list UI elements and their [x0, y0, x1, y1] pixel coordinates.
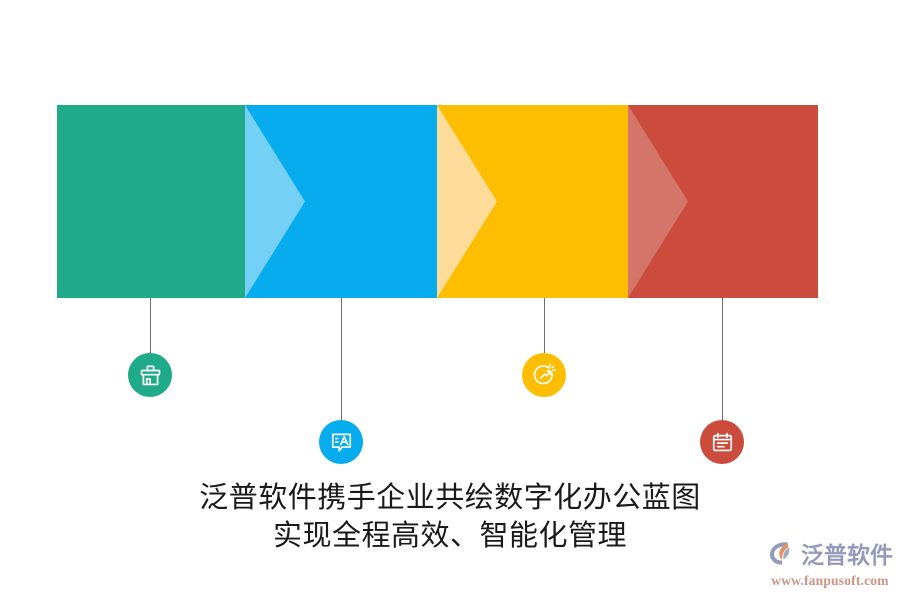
growth-arrow-icon: [532, 363, 557, 388]
watermark: 泛普软件 www.fanpusoft.com: [766, 538, 894, 590]
watermark-url-text: www.fanpusoft.com: [771, 572, 889, 588]
translate-bubble-icon: [329, 430, 354, 455]
banner-segment-4[interactable]: [628, 105, 818, 298]
fanpu-logo-icon: [767, 540, 797, 572]
caption-block: 泛普软件携手企业共绘数字化办公蓝图 实现全程高效、智能化管理: [0, 478, 900, 554]
step-1-icon-bubble[interactable]: [128, 353, 172, 397]
banner-segment-3[interactable]: [437, 105, 628, 298]
banner-segment-2-arrow: [245, 105, 305, 298]
four-step-chevron-banner: [57, 105, 818, 298]
banner-segment-3-arrow: [437, 105, 497, 298]
calendar-note-icon: [710, 430, 735, 455]
step-3-icon-bubble[interactable]: [522, 353, 566, 397]
connector-line-1: [150, 298, 151, 353]
caption-line-2: 实现全程高效、智能化管理: [272, 518, 627, 552]
banner-segment-1[interactable]: [57, 105, 245, 298]
caption-line-1: 泛普软件携手企业共绘数字化办公蓝图: [199, 480, 701, 514]
step-2-icon-bubble[interactable]: [319, 420, 363, 464]
storefront-icon: [138, 363, 163, 388]
watermark-brand-row: 泛普软件: [767, 540, 893, 572]
step-4-icon-bubble[interactable]: [700, 420, 744, 464]
connector-line-4: [722, 298, 723, 420]
banner-segment-2[interactable]: [245, 105, 437, 298]
connector-line-2: [341, 298, 342, 420]
connector-line-3: [544, 298, 545, 353]
banner-segment-4-arrow: [628, 105, 688, 298]
watermark-brand-text: 泛普软件: [801, 542, 893, 569]
